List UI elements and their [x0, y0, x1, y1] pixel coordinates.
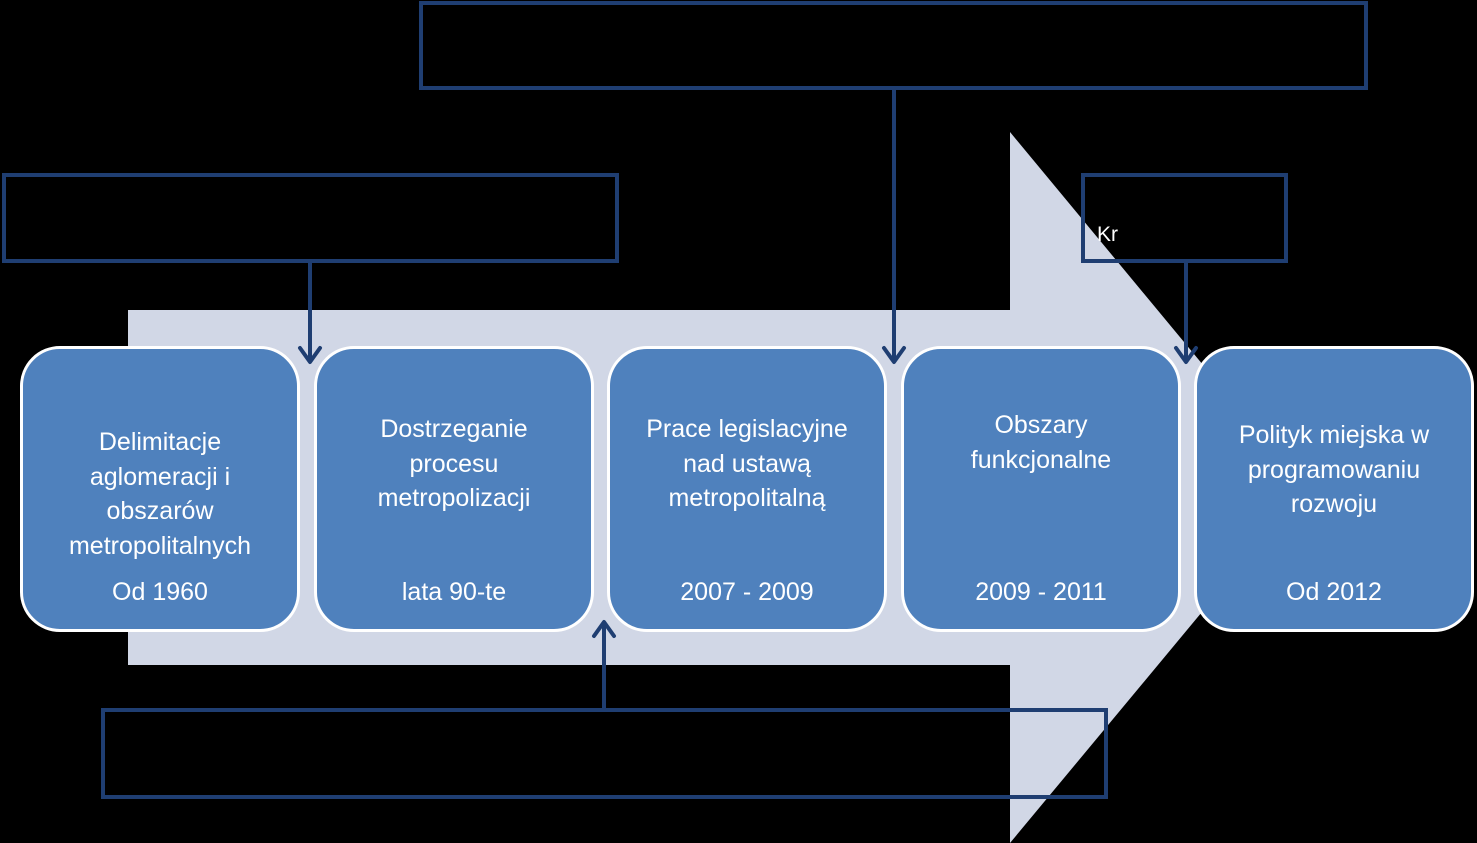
- stage-years: Od 1960: [112, 578, 208, 606]
- callout-text-top-right: Kr: [1097, 223, 1118, 246]
- arrowhead-down-icon: [1174, 346, 1198, 364]
- stage-years: 2009 - 2011: [975, 578, 1107, 606]
- stage-title: Obszary funkcjonalne: [970, 411, 1112, 474]
- stage-title: Dostrzeganie procesu metropolizacji: [377, 415, 531, 512]
- stage-years: Od 2012: [1286, 578, 1382, 606]
- arrowhead-up-icon: [592, 620, 616, 638]
- stage-box-functional-areas: Obszary funkcjonalne 2009 - 2011: [901, 346, 1181, 632]
- callout-box-top-center: [419, 1, 1368, 90]
- stage-years: lata 90-te: [401, 578, 507, 606]
- stage-box-legislation: Prace legislacyjne nad ustawą metropolit…: [607, 346, 887, 632]
- stage-years: 2007 - 2009: [680, 578, 814, 606]
- stage-box-delimitation: Delimitacje aglomeracji i obszarów metro…: [20, 346, 300, 632]
- stage-title: Polityk miejska w programowaniu rozwoju: [1238, 421, 1430, 518]
- callout-box-top-left: [2, 173, 619, 263]
- stage-box-metropolization: Dostrzeganie procesu metropolizacji lata…: [314, 346, 594, 632]
- stage-title: Prace legislacyjne nad ustawą metropolit…: [646, 415, 848, 512]
- stage-title: Delimitacje aglomeracji i obszarów metro…: [68, 428, 252, 560]
- arrowhead-down-icon: [298, 346, 322, 364]
- stage-box-urban-policy: Polityk miejska w programowaniu rozwoju …: [1194, 346, 1474, 632]
- callout-box-bottom: [101, 708, 1108, 799]
- arrowhead-down-icon: [882, 346, 906, 364]
